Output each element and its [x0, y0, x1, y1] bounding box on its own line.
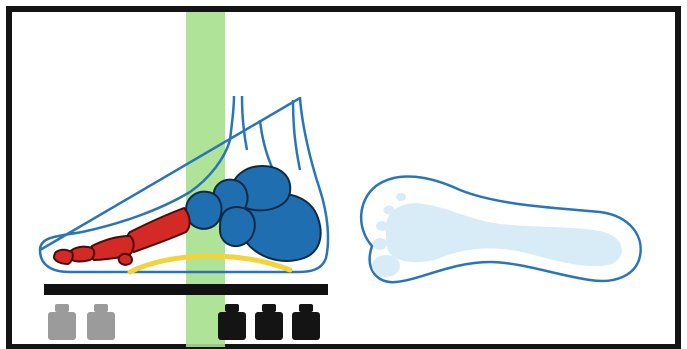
toe-2 — [373, 238, 387, 250]
cuneiform-bone — [186, 192, 222, 229]
distal-phalanx-bone — [54, 250, 73, 264]
toe-big — [372, 255, 400, 277]
toe-5 — [396, 193, 406, 201]
sesamoid-bone — [119, 254, 132, 265]
toe-4 — [384, 206, 395, 215]
toe-3 — [376, 221, 388, 231]
balance-plate — [44, 284, 328, 295]
cuboid-bone — [220, 207, 255, 246]
frame-border — [9, 9, 678, 347]
weight-group-right — [218, 304, 320, 340]
